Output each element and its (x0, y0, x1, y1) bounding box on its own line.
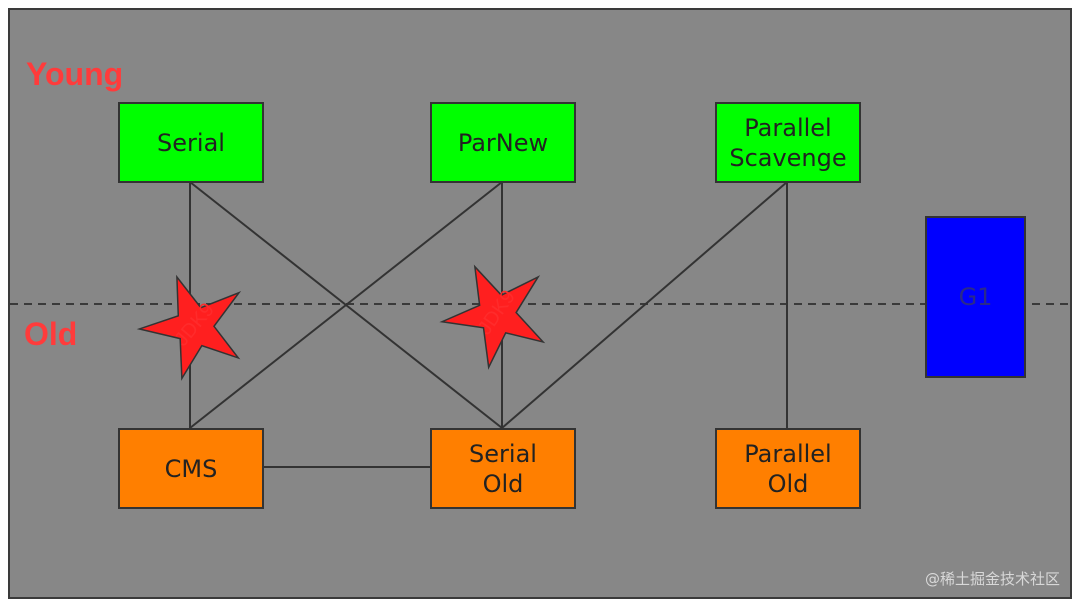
young-zone-label: Young (26, 56, 124, 92)
watermark: @稀土掘金技术社区 (924, 570, 1060, 588)
serial-old-collector: Serial Old (430, 428, 576, 509)
parnew-collector: ParNew (430, 102, 576, 183)
connection-layer: JDK9 JDK9 (10, 181, 1074, 468)
g1-collector: G1 (925, 216, 1026, 378)
deprecated-star-serial-cms: JDK9 (136, 274, 242, 381)
diagram-canvas: JDK9 JDK9 Young Old Serial ParNew Parall… (8, 8, 1074, 599)
old-zone-label: Old (24, 316, 78, 352)
connector-parallel-scavenge-serial-old (501, 181, 788, 429)
parallel-scavenge-collector: Parallel Scavenge (715, 102, 861, 183)
connector-parnew-cms (189, 181, 503, 429)
cms-collector: CMS (118, 428, 264, 509)
serial-collector: Serial (118, 102, 264, 183)
deprecated-star-parnew-serial-old: JDK9 (439, 264, 546, 370)
parallel-old-collector: Parallel Old (715, 428, 861, 509)
